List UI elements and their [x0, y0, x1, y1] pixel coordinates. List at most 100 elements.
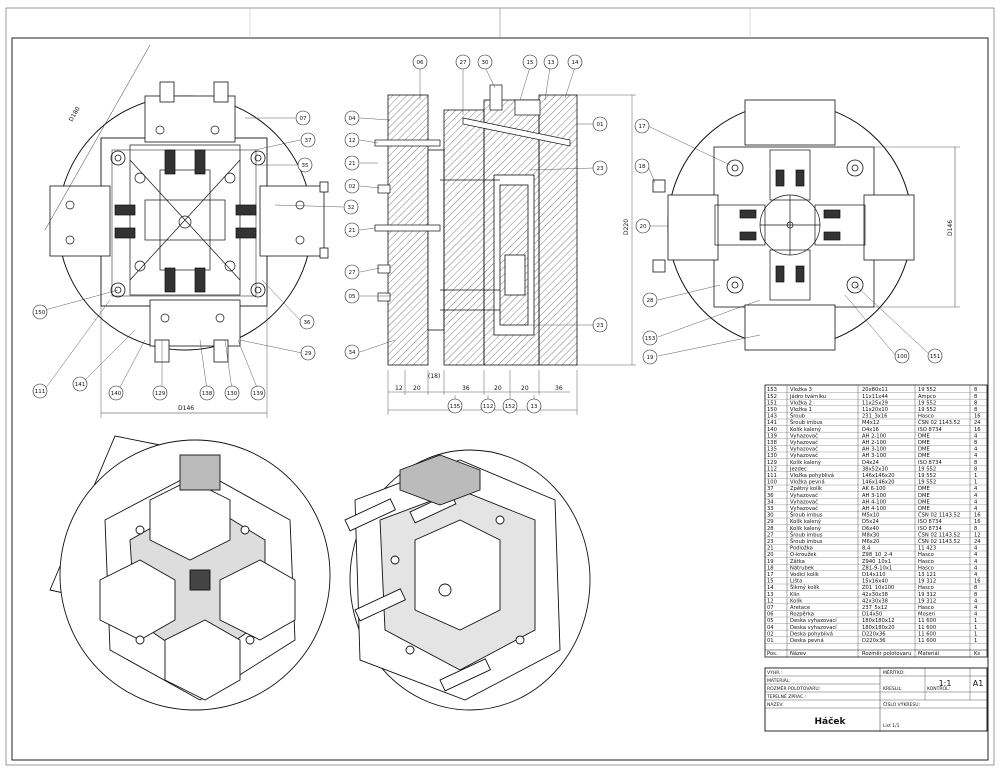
bom-cell-pos: 139 — [767, 433, 777, 439]
bom-cell-name: Kolík kalený — [790, 459, 821, 466]
bom-cell-mat: 19 312 — [918, 598, 936, 604]
bom-cell-mat: ISO 8734 — [918, 519, 942, 525]
view1-balloons: 07 37 35 32 36 29 111 141 140 129 138 13… — [32, 110, 359, 401]
bom-cell-mat: 11 600 — [918, 625, 936, 631]
balloon-27-top: 27 — [455, 54, 471, 70]
svg-text:18: 18 — [639, 164, 646, 170]
bom-cell-dim: AH 3-100 — [862, 493, 886, 499]
bom-cell-name: Jezdec — [789, 466, 807, 472]
balloon-35: 35 — [297, 157, 313, 173]
svg-text:14: 14 — [572, 60, 579, 66]
bom-cell-dim: AH 3-100 — [862, 453, 886, 459]
bom-cell-pos: 04 — [767, 625, 774, 631]
balloon-141: 141 — [72, 376, 88, 392]
bom-cell-dim: AH 4-100 — [862, 499, 886, 505]
bom-cell-qty: 1 — [974, 638, 977, 644]
bom-cell-mat: Ampco — [918, 394, 936, 400]
svg-text:01: 01 — [597, 122, 604, 128]
bom-cell-dim: Z98_10_2-4 — [862, 552, 893, 558]
balloon-19: 19 — [642, 349, 658, 365]
bom-cell-mat: 19 552 — [918, 387, 936, 393]
balloon-152: 152 — [502, 398, 518, 414]
svg-text:19: 19 — [647, 355, 654, 361]
svg-text:153: 153 — [645, 336, 656, 342]
bom-cell-name: Vložka pevná — [790, 479, 825, 486]
bom-cell-dim: AH 3-100 — [862, 447, 886, 453]
bom-cell-qty: 24 — [974, 539, 981, 545]
bom-cell-mat: DME — [918, 447, 930, 453]
bom-cell-name: Kolík kalený — [790, 518, 821, 525]
svg-text:23: 23 — [597, 166, 604, 172]
bom-cell-pos: 06 — [767, 612, 774, 618]
bom-cell-dim: 20x80x11 — [862, 387, 888, 393]
bom-cell-mat: 19 312 — [918, 592, 936, 598]
bom-cell-qty: 1 — [974, 480, 977, 486]
svg-text:36: 36 — [304, 320, 311, 326]
bom-cell-mat: ISO 8734 — [918, 460, 942, 466]
svg-text:List 1/1: List 1/1 — [883, 723, 900, 729]
svg-text:KONTROL:: KONTROL: — [927, 686, 950, 692]
balloon-07: 07 — [295, 110, 311, 126]
svg-text:139: 139 — [253, 391, 264, 397]
bom-cell-pos: 37 — [767, 486, 774, 492]
section-pins — [374, 84, 571, 311]
balloon-21-a: 21 — [344, 155, 360, 171]
bom-cell-pos: 27 — [767, 532, 774, 538]
bom-cell-mat: 19 552 — [918, 466, 936, 472]
svg-text:20: 20 — [413, 385, 421, 392]
bom-cell-name: Šikmý kolík — [790, 584, 819, 591]
svg-text:Pos.: Pos. — [767, 651, 778, 657]
balloon-150: 150 — [32, 304, 48, 320]
svg-text:KRESLIL:: KRESLIL: — [883, 686, 903, 692]
bom-cell-name: Šroub imbus — [790, 512, 823, 519]
bom-cell-pos: 130 — [767, 453, 777, 459]
balloon-139: 139 — [250, 385, 266, 401]
bom-cell-dim: Z81-9-10x1 — [862, 565, 892, 571]
bom-cell-mat: Hasco — [918, 585, 934, 591]
svg-text:37: 37 — [305, 138, 312, 144]
bom-cell-dim: 146x146x20 — [862, 473, 895, 479]
bom-cell-pos: 141 — [767, 420, 777, 426]
bom-cell-dim: M6x20 — [862, 539, 879, 545]
bom-cell-name: Šroub — [790, 413, 806, 420]
bom-cell-pos: 150 — [767, 407, 777, 413]
svg-text:06: 06 — [417, 60, 424, 66]
balloon-15: 15 — [522, 54, 538, 70]
guide-pin-holes — [110, 150, 266, 298]
svg-text:23: 23 — [597, 323, 604, 329]
bom-cell-name: O-kroužek — [790, 551, 817, 558]
bom-cell-qty: 8 — [974, 400, 977, 406]
section-balloons: 06 27 30 15 13 14 04 12 21 02 21 27 05 3… — [344, 54, 608, 414]
bom-cell-qty: 4 — [974, 565, 978, 571]
bom-cell-name: Kolík kalený — [790, 525, 821, 532]
svg-text:30: 30 — [482, 60, 489, 66]
bom-cell-mat: ISO 8734 — [918, 526, 942, 532]
bom-cell-dim: D220x36 — [862, 638, 886, 644]
svg-text:29: 29 — [305, 351, 312, 357]
bom-cell-qty: 24 — [974, 420, 981, 426]
balloon-32: 32 — [343, 199, 359, 215]
bom-cell-qty: 4 — [974, 552, 978, 558]
bom-cell-pos: 30 — [767, 513, 774, 519]
bom-cell-name: Rozpěrka — [790, 611, 814, 618]
bom-cell-qty: 16 — [974, 414, 981, 420]
bom-cell-dim: M5x10 — [862, 513, 879, 519]
isometric-view-right — [344, 449, 591, 711]
bom-cell-qty: 4 — [974, 572, 978, 578]
bom-cell-mat: DME — [918, 499, 930, 505]
balloon-111: 111 — [32, 383, 48, 399]
svg-text:Rozměr polotovaru: Rozměr polotovaru — [862, 650, 911, 657]
cavity-layout — [65, 125, 305, 323]
balloon-36: 36 — [299, 314, 315, 330]
svg-text:150: 150 — [35, 310, 46, 316]
bom-cell-dim: 42x30x38 — [862, 592, 888, 598]
